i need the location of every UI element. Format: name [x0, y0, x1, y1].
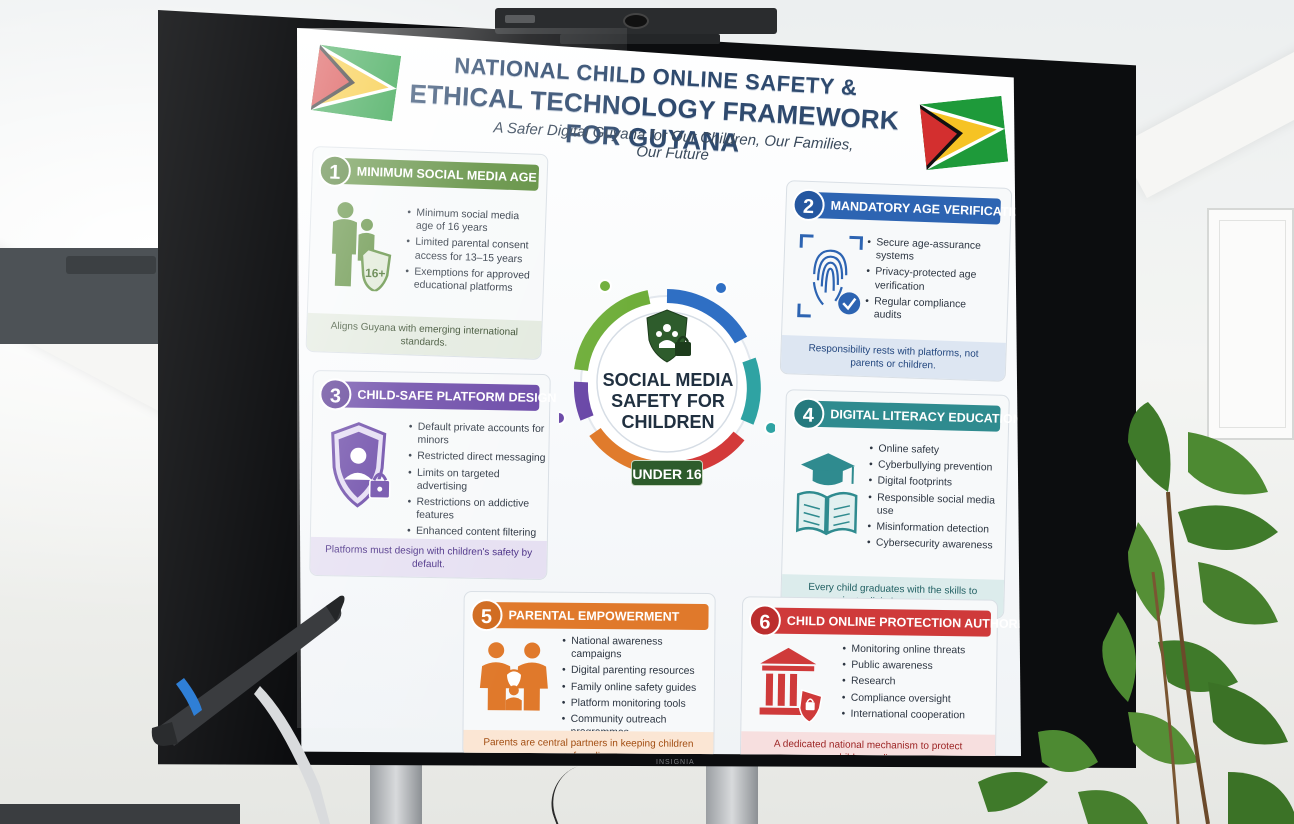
section-1-footer: Aligns Guyana with emerging internationa…	[306, 312, 542, 360]
section-2-title: MANDATORY AGE VERIFICATION	[830, 198, 1021, 220]
tv-stand-leg-right	[706, 765, 758, 824]
section-1-title: MINIMUM SOCIAL MEDIA AGE	[356, 164, 538, 185]
section-3-bullets: Default private accounts for minors Rest…	[407, 421, 547, 544]
section-2-bullet: Privacy-protected age verification	[866, 265, 997, 296]
desk-edge	[0, 804, 240, 824]
section-1-number: 1	[318, 154, 352, 188]
section-6-header: 6 CHILD ONLINE PROTECTION AUTHORITY	[748, 604, 1021, 637]
graduation-book-icon	[795, 453, 858, 536]
section-3-header: 3 CHILD-SAFE PLATFORM DESIGN	[319, 378, 557, 411]
parents-child-icon	[479, 642, 548, 711]
section-4-number: 4	[791, 397, 825, 431]
section-1-header: 1 MINIMUM SOCIAL MEDIA AGE	[318, 154, 540, 191]
poster-screen: NATIONAL CHILD ONLINE SAFETY & ETHICAL T…	[297, 28, 1021, 756]
section-2-bullet: Secure age-assurance systems	[867, 236, 998, 267]
section-5-number: 5	[470, 598, 503, 632]
fingerprint-icon	[797, 234, 864, 318]
age-badge-label: 16+	[365, 266, 386, 281]
under-16-badge: UNDER 16	[631, 460, 703, 486]
section-6-number: 6	[748, 604, 782, 637]
section-1-bullets: Minimum social media age of 16 years Lim…	[405, 206, 538, 299]
section-2-header: 2 MANDATORY AGE VERIFICATION	[792, 188, 1021, 225]
section-2-bullet: Regular compliance audits	[865, 295, 996, 326]
camera-lens-icon	[623, 13, 649, 29]
section-6-bullet: International cooperation	[841, 707, 991, 722]
wall-bar	[0, 248, 165, 344]
section-5-header: 5 PARENTAL EMPOWERMENT	[470, 598, 709, 632]
user-shield-lock-icon	[331, 422, 391, 508]
tv-stand-leg-left	[370, 765, 422, 824]
section-card-2: 2 MANDATORY AGE VERIFICATION Secure age-…	[779, 180, 1021, 382]
section-5-bullet: Platform monitoring tools	[562, 697, 712, 712]
section-2-bullets: Secure age-assurance systems Privacy-pro…	[864, 236, 997, 329]
hub-title: SOCIAL MEDIA SAFETY FOR CHILDREN	[597, 370, 739, 433]
section-1-bullet: Limited parental consent access for 13–1…	[406, 236, 537, 267]
section-6-footer: A dedicated national mechanism to protec…	[740, 731, 996, 756]
microphone-icon	[151, 595, 345, 824]
section-6-bullet: Research	[842, 675, 992, 690]
government-building-lock-icon	[759, 647, 823, 723]
section-6-bullet: Compliance oversight	[842, 691, 992, 706]
section-5-footer: Parents are central partners in keeping …	[463, 729, 714, 756]
tv-brand-label: INSIGNIA	[656, 759, 695, 766]
wall-panel	[1207, 208, 1294, 440]
guyana-flag-icon	[310, 44, 402, 122]
section-3-bullet: Default private accounts for minors	[408, 421, 546, 450]
shield-people-lock-icon	[646, 309, 691, 363]
section-5-bullet: Digital parenting resources	[562, 664, 712, 679]
section-card-4: 4 DIGITAL LITERACY EDUCATION Online safe…	[780, 389, 1021, 619]
section-6-bullet: Monitoring online threats	[842, 643, 992, 658]
section-5-title: PARENTAL EMPOWERMENT	[508, 608, 680, 624]
section-card-5: 5 PARENTAL EMPOWERMENT National awarenes…	[462, 590, 716, 756]
section-3-footer: Platforms must design with children's sa…	[310, 536, 547, 580]
guyana-flag-icon	[919, 95, 1009, 171]
section-6-bullet: Public awareness	[842, 659, 992, 674]
family-shield-icon: 16+	[331, 202, 392, 292]
section-1-bullet: Exemptions for approved educational plat…	[405, 265, 536, 296]
section-5-bullets: National awareness campaigns Digital par…	[561, 635, 712, 744]
hub-title-line-2: SAFETY FOR	[611, 391, 725, 411]
section-3-bullet: Restrictions on addictive features	[407, 496, 545, 525]
section-2-footer: Responsibility rests with platforms, not…	[780, 335, 1006, 381]
hub-title-line-1: SOCIAL MEDIA	[602, 370, 734, 390]
section-3-bullet: Limits on targeted advertising	[408, 466, 546, 495]
section-card-3: 3 CHILD-SAFE PLATFORM DESIGN Default pri…	[309, 369, 557, 581]
section-3-bullet: Restricted direct messaging	[408, 450, 546, 466]
section-3-title: CHILD-SAFE PLATFORM DESIGN	[357, 387, 557, 406]
potted-plant	[978, 402, 1294, 824]
camera-mount	[560, 34, 720, 44]
central-hub: SOCIAL MEDIA SAFETY FOR CHILDREN UNDER 1…	[559, 232, 775, 532]
section-6-bullets: Monitoring online threats Public awarene…	[841, 643, 992, 726]
conference-camera	[495, 8, 777, 34]
section-4-header: 4 DIGITAL LITERACY EDUCATION	[791, 397, 1021, 432]
section-card-6: 6 CHILD ONLINE PROTECTION AUTHORITY Moni…	[739, 596, 1021, 756]
section-card-1: 1 MINIMUM SOCIAL MEDIA AGE 16+ Minimum s…	[305, 145, 549, 361]
section-1-bullet: Minimum social media age of 16 years	[407, 206, 538, 237]
hub-title-line-3: CHILDREN	[621, 412, 715, 432]
section-2-number: 2	[792, 188, 826, 222]
section-5-bullet: Family online safety guides	[562, 680, 712, 695]
section-5-bullet: National awareness campaigns	[562, 635, 712, 663]
section-3-number: 3	[319, 378, 352, 411]
